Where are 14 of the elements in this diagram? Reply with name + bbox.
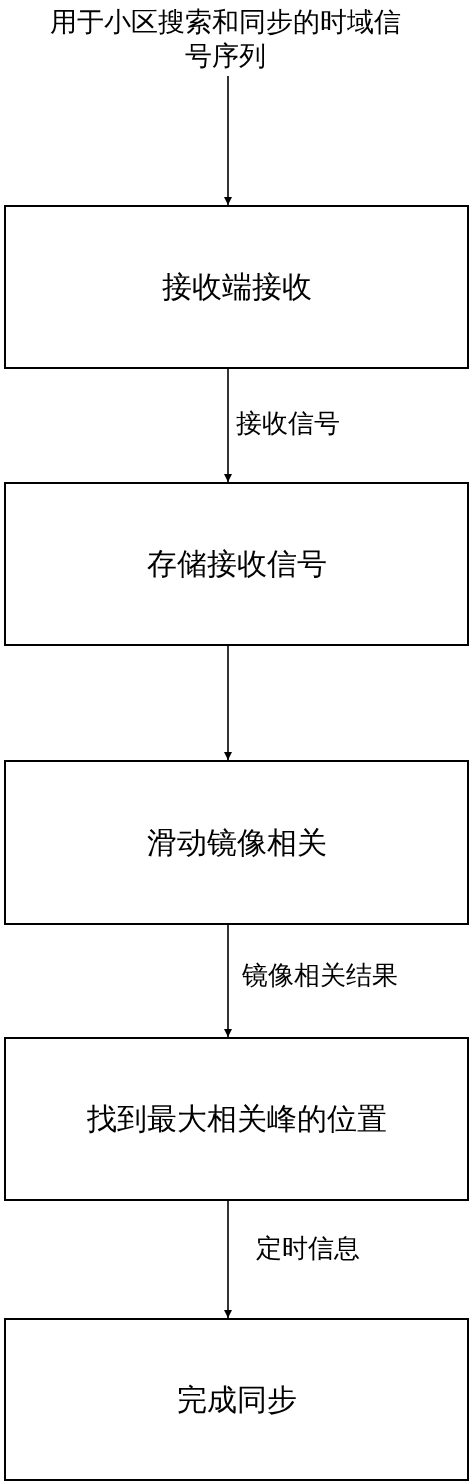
edge-label: 定时信息 (256, 1233, 360, 1263)
process-box: 接收端接收 (4, 205, 469, 369)
process-box: 完成同步 (4, 1318, 469, 1481)
process-box: 找到最大相关峰的位置 (4, 1037, 469, 1201)
arrow (224, 924, 232, 1038)
edge-label: 镜像相关结果 (242, 960, 398, 990)
arrow (224, 75, 232, 206)
process-box: 存储接收信号 (4, 482, 469, 646)
arrow (224, 1200, 232, 1319)
arrow (224, 368, 232, 483)
arrow (224, 645, 232, 761)
edge-label: 接收信号 (236, 408, 340, 438)
process-box: 滑动镜像相关 (4, 760, 469, 925)
input-text: 用于小区搜索和同步的时域信号序列 (40, 2, 410, 76)
